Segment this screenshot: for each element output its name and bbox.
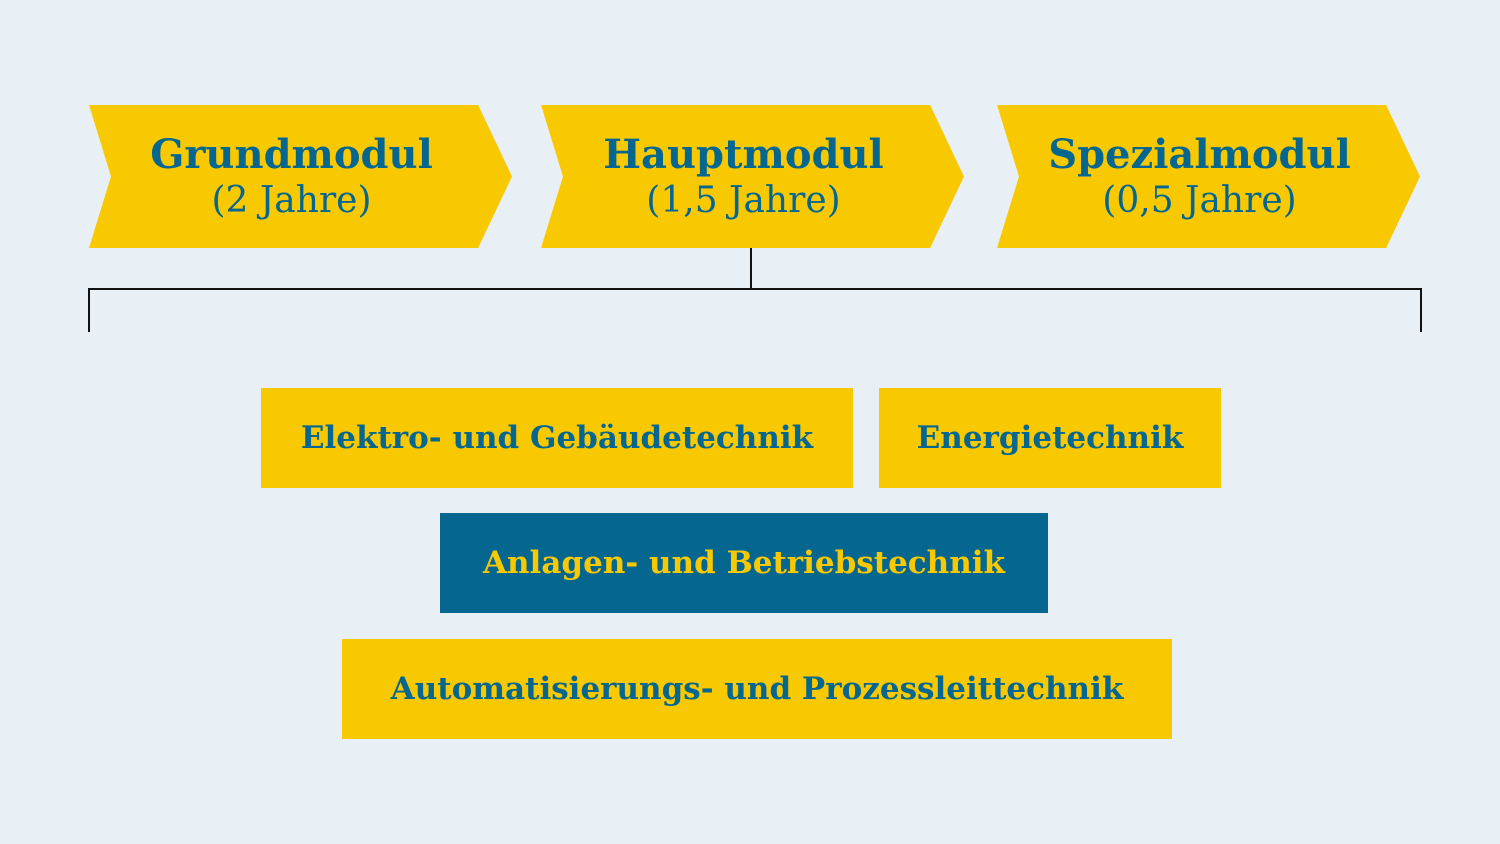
module-title: Hauptmodul: [603, 130, 884, 178]
specialization-elektro-gebaeudetechnik: Elektro- und Gebäudetechnik: [261, 388, 853, 488]
module-hauptmodul: Hauptmodul (1,5 Jahre): [541, 105, 964, 248]
module-title: Grundmodul: [150, 130, 433, 178]
bracket-horizontal: [88, 288, 1422, 290]
module-duration: (1,5 Jahre): [646, 179, 841, 221]
specialization-anlagen-betriebstechnik: Anlagen- und Betriebstechnik: [440, 513, 1048, 613]
connector-stem: [750, 248, 752, 289]
module-spezialmodul: Spezialmodul (0,5 Jahre): [997, 105, 1420, 248]
module-duration: (0,5 Jahre): [1102, 179, 1297, 221]
module-title: Spezialmodul: [1048, 130, 1351, 178]
bracket-right-tick: [1420, 288, 1422, 332]
module-duration: (2 Jahre): [211, 179, 372, 221]
module-grundmodul: Grundmodul (2 Jahre): [89, 105, 512, 248]
specialization-energietechnik: Energietechnik: [879, 388, 1221, 488]
bracket-left-tick: [88, 288, 90, 332]
specialization-automatisierung-prozessleittechnik: Automatisierungs- und Prozessleittechnik: [342, 639, 1172, 739]
